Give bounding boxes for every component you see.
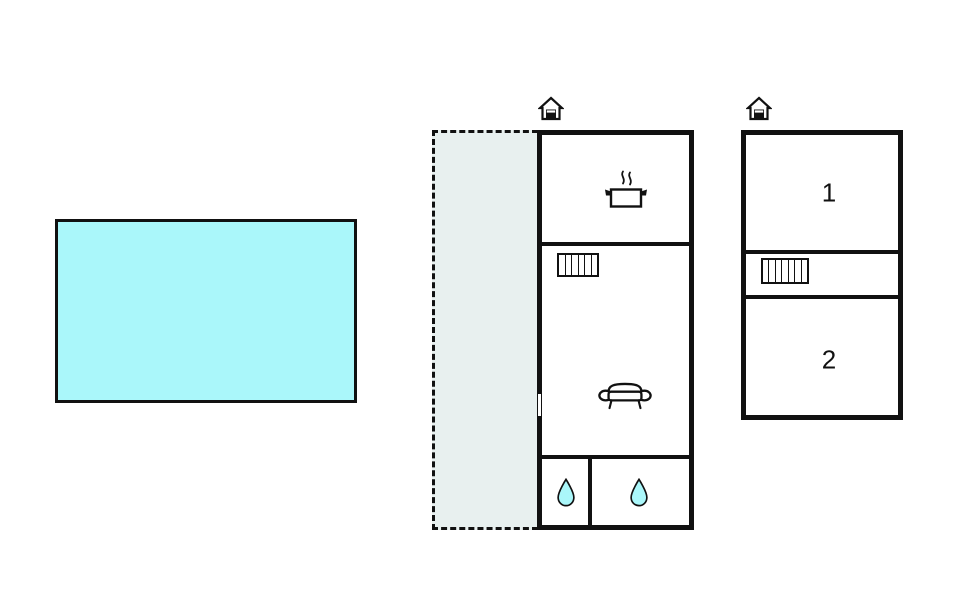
stair-step [769,260,776,282]
wall-landing-bedroom2 [746,295,898,299]
house-entrance-icon-ground-floor [537,96,565,122]
wall-kitchen-living [542,242,689,246]
stair-step [763,260,770,282]
wall-between-bathrooms [588,455,592,525]
cooking-pot-icon [597,170,653,221]
room-number-bedroom-1: 1 [821,177,837,208]
upper-floor-outline: 1 2 [741,130,903,420]
stair-step [572,255,579,275]
door-opening-icon[interactable] [537,393,542,417]
stair-step [795,260,802,282]
wall-bedroom1-landing [746,250,898,254]
water-drop-icon-bathroom-left [556,477,577,513]
pool-area [55,219,357,403]
wall-living-bathrooms [542,455,689,459]
room-number-bedroom-2: 2 [821,344,837,375]
stair-step [559,255,566,275]
stair-step [782,260,789,282]
sofa-icon [596,378,654,420]
ground-floor-outline [537,130,694,530]
stair-step [566,255,572,275]
water-drop-icon-bathroom-right [629,477,650,513]
stair-step [585,255,592,275]
stair-step [579,255,585,275]
stairs-icon-upper-floor [761,258,809,284]
stair-step [776,260,783,282]
stair-step [802,260,807,282]
stair-step [789,260,796,282]
terrace-area [432,130,538,530]
stair-step [592,255,598,275]
stairs-icon-ground-floor [557,253,599,277]
house-entrance-icon-upper-floor [745,96,773,122]
